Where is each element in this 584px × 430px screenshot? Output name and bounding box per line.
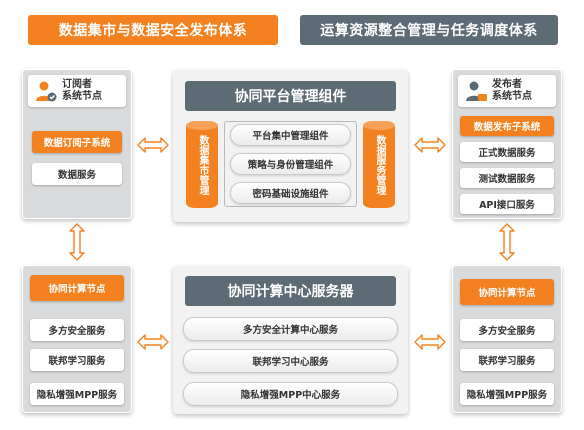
data-service-management-cylinder: 数据服务管理 [363,121,395,208]
left-privacy-mpp-service[interactable]: 隐私增强MPP服务 [30,383,124,405]
subscriber-header-line1: 订阅者 [62,79,92,90]
policy-identity-management-component[interactable]: 策略与身份管理组件 [230,153,351,175]
right-federated-learning-service[interactable]: 联邦学习服务 [460,349,554,371]
subscriber-header-line2: 系统节点 [62,91,102,102]
api-interface-service[interactable]: API接口服务 [460,194,554,214]
data-subscription-subsystem[interactable]: 数据订阅子系统 [32,131,122,153]
platform-central-management-component[interactable]: 平台集中管理组件 [230,124,351,146]
publisher-header-line2: 系统节点 [492,91,532,102]
data-publishing-subsystem[interactable]: 数据发布子系统 [460,116,554,136]
double-arrow-icon [414,137,446,153]
compute-node-right-panel: 协同计算节点 多方安全服务 联邦学习服务 隐私增强MPP服务 [452,265,562,413]
banner-data-market: 数据集市与数据安全发布体系 [28,15,278,45]
left-mpc-service[interactable]: 多方安全服务 [30,319,124,341]
compute-node-right-title[interactable]: 协同计算节点 [460,279,554,305]
platform-components-bracket [224,121,357,207]
platform-management-title: 协同平台管理组件 [185,81,396,111]
data-service-management-label: 数据服务管理 [374,134,385,195]
data-service-item[interactable]: 数据服务 [32,163,122,185]
publisher-person-icon [466,81,487,101]
right-privacy-mpp-service[interactable]: 隐私增强MPP服务 [460,383,554,405]
cryptographic-infrastructure-component[interactable]: 密码基础设施组件 [230,182,351,204]
double-arrow-icon [414,334,446,350]
subscriber-node-panel: 订阅者 系统节点 数据订阅子系统 数据服务 [22,69,132,219]
test-data-service[interactable]: 测试数据服务 [460,168,554,188]
left-federated-learning-service[interactable]: 联邦学习服务 [30,349,124,371]
double-arrow-icon [137,137,169,153]
publisher-node-panel: 发布者 系统节点 数据发布子系统 正式数据服务 测试数据服务 API接口服务 [452,69,562,219]
publisher-header-line1: 发布者 [492,79,522,90]
privacy-mpp-center-service[interactable]: 隐私增强MPP中心服务 [183,382,398,406]
subscriber-person-icon [36,81,57,102]
double-arrow-icon [69,223,85,261]
subscriber-node-header: 订阅者 系统节点 [28,75,126,107]
platform-management-panel: 协同平台管理组件 数据集市管理 数据服务管理 平台集中管理组件 策略与身份管理组… [173,70,408,222]
publisher-node-header: 发布者 系统节点 [458,75,556,107]
federated-learning-center-service[interactable]: 联邦学习中心服务 [183,349,398,373]
compute-center-server-panel: 协同计算中心服务器 多方安全计算中心服务 联邦学习中心服务 隐私增强MPP中心服… [173,266,408,414]
double-arrow-icon [137,334,169,350]
data-market-management-cylinder: 数据集市管理 [186,121,218,208]
compute-center-server-title: 协同计算中心服务器 [185,276,396,306]
production-data-service[interactable]: 正式数据服务 [460,142,554,162]
compute-node-left-panel: 协同计算节点 多方安全服务 联邦学习服务 隐私增强MPP服务 [22,265,132,413]
double-arrow-icon [499,223,515,261]
banner-compute-resources: 运算资源整合管理与任务调度体系 [300,15,558,45]
right-mpc-service[interactable]: 多方安全服务 [460,319,554,341]
compute-node-left-title[interactable]: 协同计算节点 [30,275,124,301]
data-market-management-label: 数据集市管理 [197,134,208,195]
mpc-center-service[interactable]: 多方安全计算中心服务 [183,317,398,341]
